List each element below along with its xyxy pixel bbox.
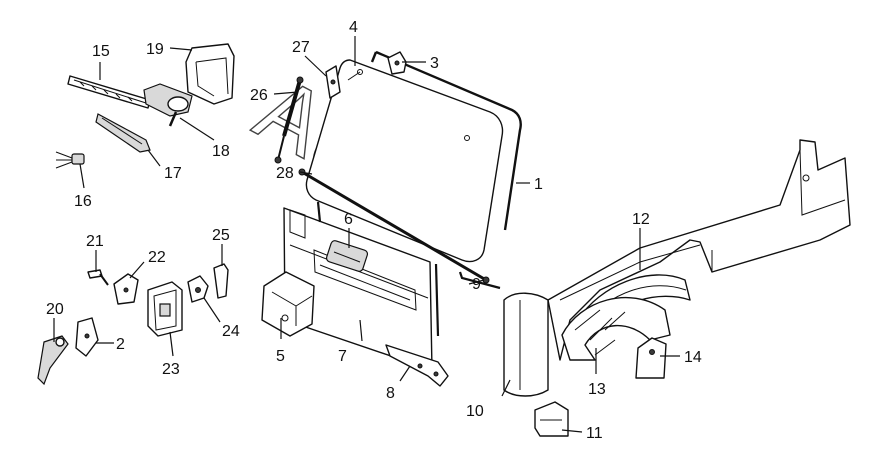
window-clip: [387, 51, 407, 75]
inner-wheelhouse: [561, 296, 671, 361]
lock-cylinder: [37, 335, 69, 386]
corner-bracket: [534, 401, 569, 437]
callout-13: 13: [588, 381, 606, 398]
callout-24: 24: [222, 323, 240, 340]
wiper-motor-cover: [185, 43, 235, 105]
wiper-blade: [67, 75, 151, 109]
callout-15: 15: [92, 43, 110, 60]
callout-21: 21: [86, 233, 104, 250]
callout-2: 2: [116, 336, 125, 353]
callout-4: 4: [349, 19, 358, 36]
latch-clip: [187, 275, 209, 303]
callout-3: 3: [430, 55, 439, 72]
latch-assembly: [147, 281, 183, 337]
callout-18: 18: [212, 143, 230, 160]
callout-11: 11: [586, 425, 603, 442]
callout-19: 19: [146, 41, 164, 58]
callout-6: 6: [344, 211, 353, 228]
callout-17: 17: [164, 165, 182, 182]
callout-28: 28: [276, 165, 294, 182]
callout-25: 25: [212, 227, 230, 244]
callout-23: 23: [162, 361, 180, 378]
callout-9: 9: [472, 276, 481, 293]
tailgate-seal: [316, 201, 501, 337]
callout-20: 20: [46, 301, 64, 318]
gas-strut: [274, 76, 304, 164]
washer-nozzle: [55, 151, 85, 169]
callout-labels: 1 2 3 4 5 6 7 8 9 10 11 12 13 14 15 16 1…: [46, 19, 702, 442]
hinge-housing: [261, 271, 315, 337]
glass-hinge-bracket: [325, 65, 341, 99]
window-seal: [370, 50, 522, 231]
screw: [87, 269, 109, 286]
hinge-strap: [385, 344, 449, 387]
callout-10: 10: [466, 403, 484, 420]
wiper-arm: [95, 113, 151, 153]
callout-22: 22: [148, 249, 166, 266]
callout-12: 12: [632, 211, 650, 228]
callout-8: 8: [386, 385, 395, 402]
leader-lines: [53, 36, 680, 433]
wiper-motor: [143, 83, 193, 127]
striker-plate: [113, 273, 139, 305]
callout-26: 26: [250, 87, 268, 104]
lock-bracket: [75, 317, 99, 357]
corner-panel: [503, 292, 549, 397]
callout-5: 5: [276, 348, 285, 365]
mud-flap-bracket: [635, 337, 667, 379]
rod-connector: [213, 263, 229, 299]
callout-7: 7: [338, 348, 347, 365]
callout-1: 1: [534, 176, 543, 193]
tailgate-handle: [325, 240, 369, 272]
callout-27: 27: [292, 39, 310, 56]
callout-16: 16: [74, 193, 92, 210]
callout-14: 14: [684, 349, 702, 366]
rear-window-glass: [305, 59, 504, 263]
